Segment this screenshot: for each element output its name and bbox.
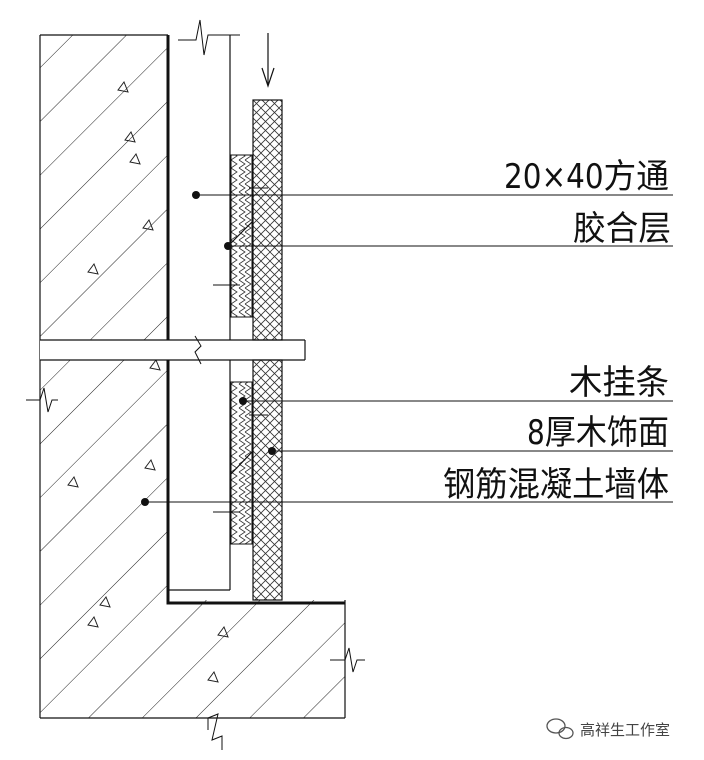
concrete-wall	[39, 34, 346, 719]
upper-panel-assembly	[213, 35, 283, 341]
break-line-symbols	[26, 19, 365, 750]
lower-panel-assembly	[168, 359, 283, 601]
label-square-tube: 20×40方通	[504, 157, 669, 197]
label-glue-layer: 胶合层	[573, 209, 671, 249]
label-wood-veneer: 8厚木饰面	[527, 413, 669, 453]
leader-dots	[141, 191, 276, 506]
watermark-text: 高祥生工作室	[580, 721, 670, 739]
direction-arrow	[261, 33, 275, 88]
label-concrete-wall: 钢筋混凝土墙体	[443, 465, 669, 505]
wechat-icon	[546, 718, 574, 740]
watermark: 高祥生工作室	[546, 718, 670, 740]
label-wood-batten: 木挂条	[569, 363, 669, 403]
leader-lines	[145, 194, 673, 503]
